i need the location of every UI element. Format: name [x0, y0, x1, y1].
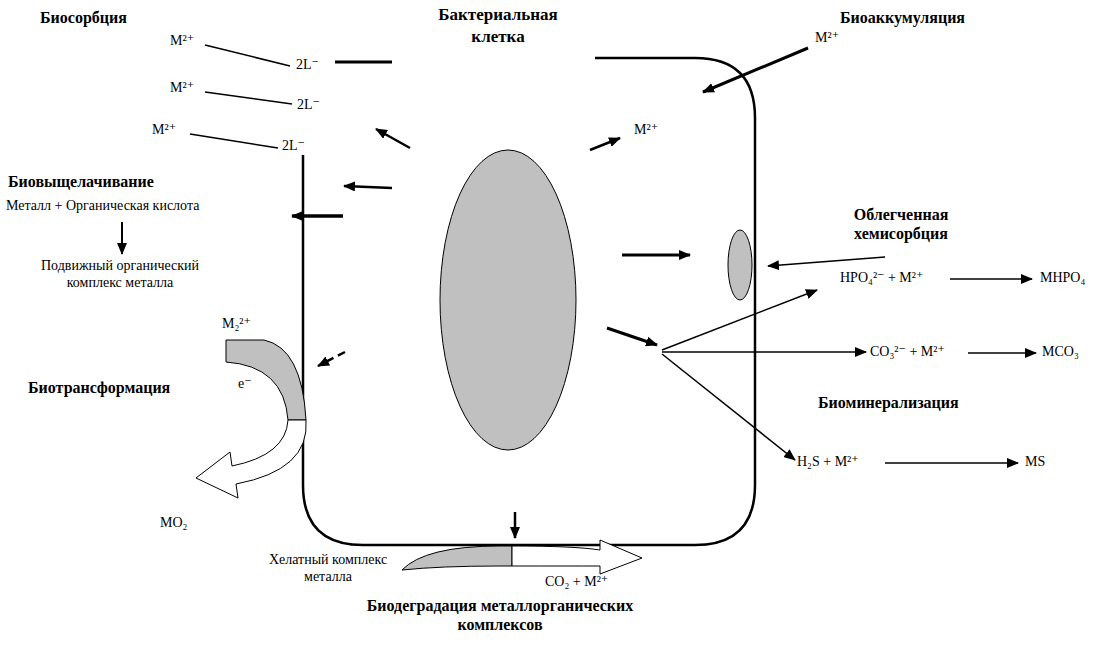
ion-label: M²⁺: [170, 80, 194, 97]
reaction-arrow: [950, 278, 1032, 280]
bond-line: [190, 134, 278, 148]
reaction-label: H₂S + M²⁺: [797, 454, 859, 471]
nucleoid: [440, 150, 576, 450]
arrow: [703, 48, 808, 92]
product-label: MCO₃: [1042, 344, 1079, 361]
process-title: Облегченная хемисорбция: [826, 205, 976, 243]
arrow: [662, 354, 795, 460]
reaction-arrow: [968, 352, 1036, 354]
product-label: MHPO₄: [1040, 270, 1085, 287]
arrow: [622, 254, 690, 257]
bacterial-cell: Бактериальная клетка: [303, 0, 755, 545]
arrow: [318, 352, 345, 366]
ion-label: M²⁺: [815, 30, 839, 47]
process-title: Биотрансформация: [28, 378, 170, 397]
transform-arrow: [196, 420, 306, 498]
arrow: [662, 351, 866, 353]
arrow: [514, 512, 517, 538]
electron-label: e⁻: [238, 376, 252, 393]
arrow: [768, 257, 885, 266]
process-title: Биоаккумуляция: [840, 8, 965, 27]
product-label: MO₂: [160, 515, 187, 532]
ligand-label: 2L⁻: [296, 57, 319, 74]
arrow: [121, 222, 123, 254]
process-title: Биовыщелачивание: [8, 172, 154, 191]
product-label: MS: [1025, 454, 1045, 471]
cell-heading: Бактериальная клетка: [423, 4, 573, 48]
process-title: Биоминерализация: [818, 393, 959, 412]
bond-line: [205, 45, 290, 66]
degradation-arrow: [512, 540, 642, 574]
ion-label: M²⁺: [152, 122, 176, 139]
cell-wall: [303, 58, 755, 545]
ligand-label: 2L⁻: [297, 97, 320, 114]
ion-label: M²⁺: [170, 33, 194, 50]
cell-wall: [335, 61, 392, 64]
arrow: [590, 138, 620, 150]
bond-line: [205, 92, 292, 104]
reaction-label: CO₃²⁻ + M²⁺: [870, 344, 945, 361]
product-label: CO₂ + M²⁺: [545, 574, 608, 591]
reaction-label: HPO₄²⁻ + M²⁺: [840, 270, 923, 287]
substrate-label: Хелатный комплекс металла: [258, 552, 398, 586]
process-title: Биодеградация металлорганических комплек…: [340, 596, 660, 634]
ion-label: M₂²⁺: [222, 316, 251, 333]
transform-band: [226, 340, 306, 420]
membrane-transporter: [728, 230, 752, 300]
process-title: Биосорбция: [40, 8, 127, 27]
reaction-label: Металл + Органическая кислота: [6, 198, 199, 215]
arrow: [607, 328, 657, 345]
arrow: [662, 290, 817, 350]
arrow: [292, 214, 343, 218]
arrow: [344, 186, 392, 188]
degradation-band: [402, 546, 512, 570]
reaction-arrow: [885, 462, 1018, 464]
ion-label: M²⁺: [634, 122, 658, 139]
ligand-label: 2L⁻: [282, 138, 305, 155]
product-label: Подвижный органический комплекс металла: [20, 258, 220, 292]
arrow: [376, 129, 410, 148]
